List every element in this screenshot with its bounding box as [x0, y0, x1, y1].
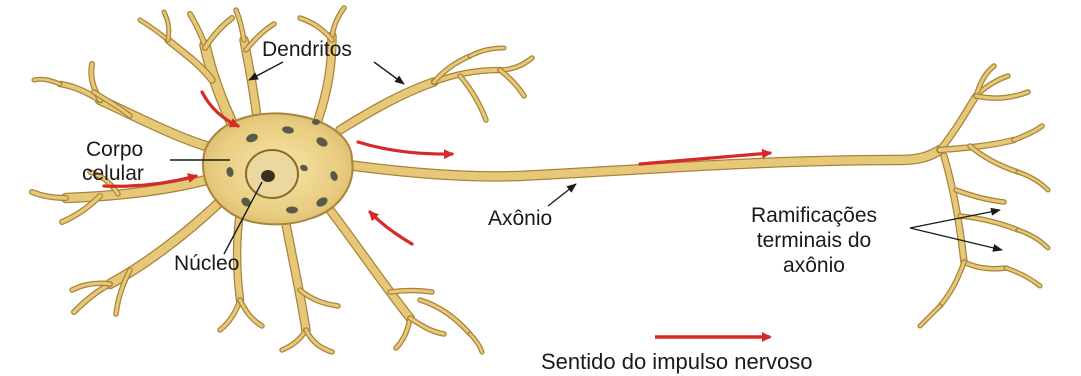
dendrite-branch — [300, 18, 332, 40]
pointer-dendritos-right — [374, 62, 404, 84]
nucleolus-shape — [261, 170, 275, 182]
axon-terminals — [920, 66, 1048, 326]
label-corpo-celular-1: Corpo — [86, 138, 143, 161]
nissl-body — [312, 119, 320, 125]
axon-terminal-branch — [940, 96, 976, 150]
dendrite-branch — [390, 291, 432, 293]
impulse-arrow-dendrite-bottom — [370, 212, 412, 244]
impulse-arrow-axon-hillock — [358, 142, 452, 154]
pointer-axonio — [548, 184, 576, 206]
axon-terminal-branch — [944, 156, 964, 262]
dendrite-branch — [140, 20, 168, 40]
dendrite-branch — [330, 210, 410, 318]
legend: Sentido do impulso nervoso — [541, 337, 813, 374]
dendrite-branch-outline — [306, 330, 332, 352]
label-ramificacoes-2: terminais do — [757, 229, 871, 252]
dendrite-branch — [286, 224, 306, 330]
label-dendritos: Dendritos — [262, 38, 352, 61]
legend-text: Sentido do impulso nervoso — [541, 349, 813, 374]
dendrite-branch — [340, 82, 434, 130]
nissl-body — [286, 207, 298, 214]
label-axonio: Axônio — [488, 207, 552, 230]
label-ramificacoes-3: axônio — [783, 254, 845, 277]
label-ramificacoes-1: Ramificações — [751, 204, 877, 227]
pointer-ramificacoes-2 — [910, 228, 1002, 250]
axon-terminal-branch — [1014, 126, 1042, 140]
dendrite-branch — [190, 14, 205, 45]
nucleus — [246, 150, 298, 198]
label-nucleo: Núcleo — [174, 252, 239, 275]
axon-terminal-branch — [920, 306, 940, 326]
dendrite-branch — [205, 18, 232, 48]
label-corpo-celular-2: celular — [82, 162, 144, 185]
